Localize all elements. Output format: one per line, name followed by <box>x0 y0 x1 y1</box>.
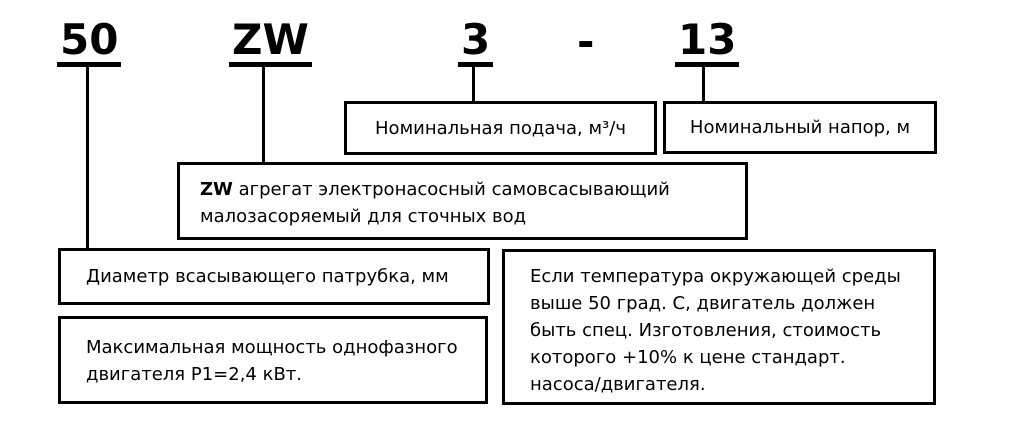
head-label: Номинальный напор, м <box>689 117 911 138</box>
power-note-box: Максимальная мощность однофазного двигат… <box>58 316 488 404</box>
head-label-box: Номинальный напор, м <box>663 101 937 154</box>
diameter-label: Диаметр всасывающего патрубка, мм <box>86 266 449 287</box>
designation-separator: - <box>577 17 595 66</box>
designation-size-code: 50 <box>57 18 122 67</box>
diameter-label-box: Диаметр всасывающего патрубка, мм <box>58 248 490 305</box>
flow-label-box: Номинальная подача, м³/ч <box>344 101 657 155</box>
temperature-note-box: Если температура окружающей среды выше 5… <box>502 249 936 405</box>
series-description-text: агрегат электронасосный самовсасывающий … <box>200 179 670 227</box>
series-description-prefix: ZW <box>200 179 233 200</box>
series-description-box: ZW агрегат электронасосный самовсасывающ… <box>177 162 748 240</box>
connector-line-size <box>86 62 89 248</box>
connector-line-flow <box>472 62 475 101</box>
designation-flow-code: 3 <box>458 18 494 67</box>
designation-series-code: ZW <box>229 18 312 67</box>
connector-line-series <box>262 62 265 162</box>
temperature-note: Если температура окружающей среды выше 5… <box>530 266 901 395</box>
flow-label: Номинальная подача, м³/ч <box>375 117 626 139</box>
designation-head-code: 13 <box>675 18 740 67</box>
power-note: Максимальная мощность однофазного двигат… <box>86 337 458 385</box>
connector-line-head <box>702 62 705 101</box>
